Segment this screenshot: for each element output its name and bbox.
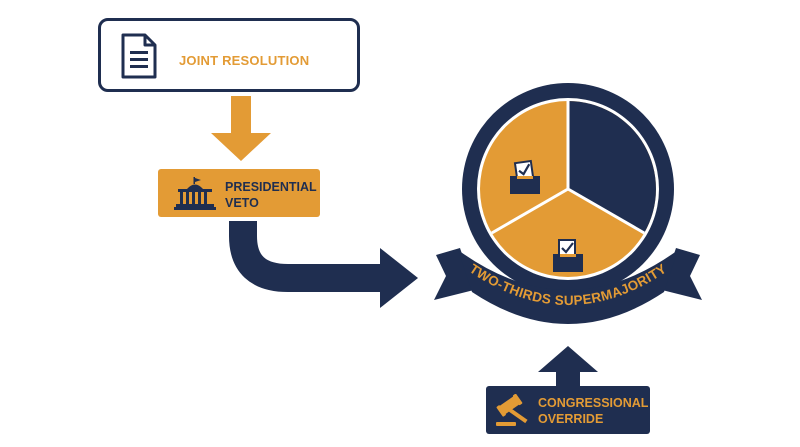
arrow-down-to-veto	[211, 96, 271, 161]
ballot-box-icon	[510, 159, 540, 194]
document-icon	[121, 33, 157, 79]
capitol-building-icon	[174, 177, 216, 210]
joint-resolution-box: JOINT RESOLUTION	[98, 18, 360, 92]
gavel-icon	[496, 394, 528, 426]
arrow-up-to-supermajority	[538, 346, 598, 388]
congressional-override-box: CONGRESSIONAL OVERRIDE	[486, 386, 650, 434]
presidential-veto-label: PRESIDENTIAL VETO	[225, 180, 317, 210]
joint-resolution-label: JOINT RESOLUTION	[179, 53, 310, 68]
presidential-veto-box: PRESIDENTIAL VETO	[158, 169, 320, 217]
congressional-override-label: CONGRESSIONAL OVERRIDE	[538, 396, 649, 426]
ballot-box-icon	[553, 239, 583, 272]
arrow-veto-to-supermajority	[229, 221, 418, 308]
supermajority-emblem: TWO-THIRDS SUPERMAJORITY	[434, 83, 702, 324]
